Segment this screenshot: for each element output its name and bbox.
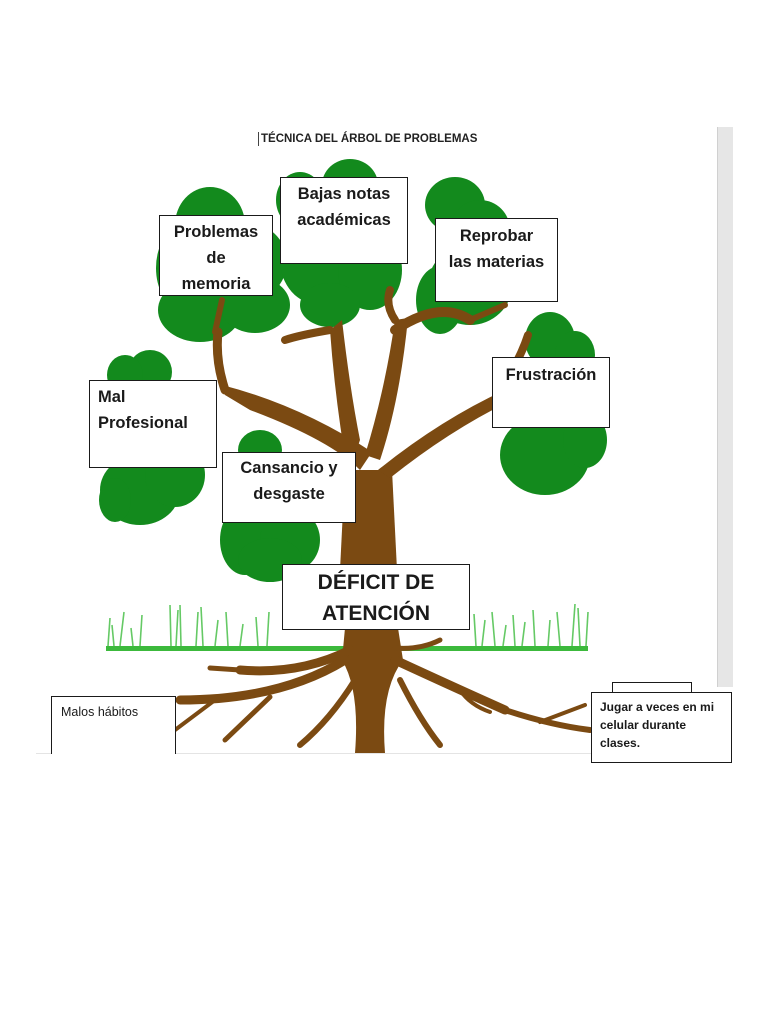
core-problem-text: ATENCIÓN	[283, 598, 469, 629]
effect-text: Profesional	[98, 410, 216, 436]
effect-text: académicas	[281, 207, 407, 233]
effect-text: Mal	[98, 384, 216, 410]
scrollbar[interactable]	[717, 127, 733, 687]
effect-text: Reprobar	[436, 223, 557, 249]
effect-box-frustracion: Frustración	[492, 357, 610, 428]
core-problem-box: DÉFICIT DE ATENCIÓN	[282, 564, 470, 630]
effect-text: Bajas notas	[281, 181, 407, 207]
effect-box-mal-profesional: Mal Profesional	[89, 380, 217, 468]
cause-text: celular durante	[600, 716, 731, 734]
effect-box-bajas-notas: Bajas notas académicas	[280, 177, 408, 264]
effect-text: desgaste	[223, 481, 355, 507]
effect-text: de	[160, 245, 272, 271]
effect-text: Frustración	[493, 362, 609, 388]
page-title: TÉCNICA DEL ÁRBOL DE PROBLEMAS	[258, 132, 477, 146]
effect-box-reprobar: Reprobar las materias	[435, 218, 558, 302]
effect-text: memoria	[160, 271, 272, 297]
effect-box-cansancio: Cansancio y desgaste	[222, 452, 356, 523]
core-problem-text: DÉFICIT DE	[283, 567, 469, 598]
effect-text: las materias	[436, 249, 557, 275]
effect-box-problemas-memoria: Problemas de memoria	[159, 215, 273, 296]
effect-text: Problemas	[160, 219, 272, 245]
cause-text: clases.	[600, 734, 731, 752]
cause-text: Jugar a veces en mi	[600, 698, 731, 716]
cause-box-malos-habitos: Malos hábitos	[51, 696, 176, 754]
effect-text: Cansancio y	[223, 455, 355, 481]
cause-box-jugar: Jugar a veces en mi celular durante clas…	[591, 692, 732, 763]
cause-text: Malos hábitos	[61, 705, 175, 719]
